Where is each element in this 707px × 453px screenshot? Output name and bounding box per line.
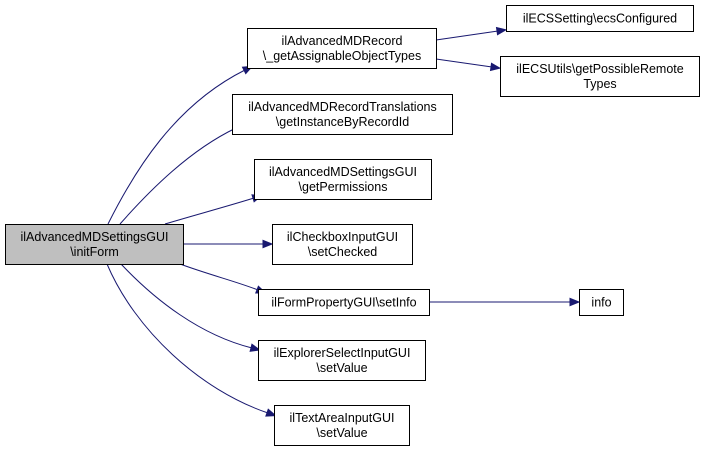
- node-explorer-set-value[interactable]: ilExplorerSelectInputGUI\setValue: [258, 340, 426, 381]
- edge-root-to-get_assignable: [107, 69, 246, 225]
- edge-get_assignable-to-ecs_configured: [435, 30, 499, 41]
- arrowhead-root-to-set_checked: [262, 239, 274, 249]
- node-label-line: \initForm: [70, 245, 119, 259]
- node-label-line: ilExplorerSelectInputGUI: [274, 346, 411, 360]
- node-label-line: ilAdvancedMDSettingsGUI: [21, 230, 169, 244]
- node-box: [232, 94, 453, 135]
- node-label-line: ilFormPropertyGUI\setInfo: [271, 296, 416, 310]
- node-label-line: ilCheckboxInputGUI: [287, 230, 398, 244]
- node-get-assignable[interactable]: ilAdvancedMDRecord\_getAssignableObjectT…: [247, 28, 437, 69]
- node-label-line: info: [591, 296, 611, 310]
- arrowhead-root-to-textarea_set_value: [265, 408, 277, 417]
- node-box: [258, 289, 430, 316]
- node-label-line: \_getAssignableObjectTypes: [263, 49, 421, 63]
- node-box: [500, 56, 700, 97]
- edge-root-to-translations: [119, 127, 237, 225]
- node-box: [579, 289, 624, 316]
- nodes-layer: ilAdvancedMDSettingsGUI\initFormilAdvanc…: [5, 5, 700, 446]
- node-label-line: \setValue: [316, 361, 367, 375]
- arrowhead-root-to-explorer_set_value: [249, 343, 262, 352]
- node-label-line: ilECSSetting\ecsConfigured: [523, 12, 677, 26]
- edge-root-to-set_info: [179, 263, 259, 291]
- arrowhead-set_info-to-info: [569, 297, 581, 307]
- node-label-line: ilECSUtils\getPossibleRemote: [516, 62, 683, 76]
- node-ecs-configured[interactable]: ilECSSetting\ecsConfigured: [506, 5, 694, 32]
- edge-get_assignable-to-ecs_possible: [435, 58, 493, 68]
- node-label-line: Types: [583, 77, 616, 91]
- node-label-line: \setChecked: [308, 245, 378, 259]
- node-root[interactable]: ilAdvancedMDSettingsGUI\initForm: [5, 224, 184, 265]
- node-info[interactable]: info: [579, 289, 624, 316]
- node-label-line: \setValue: [316, 426, 367, 440]
- node-label-line: \getInstanceByRecordId: [276, 115, 409, 129]
- node-label-line: \getPermissions: [299, 180, 388, 194]
- node-label-line: ilAdvancedMDRecord: [282, 34, 403, 48]
- edge-root-to-textarea_set_value: [106, 263, 269, 414]
- edge-root-to-explorer_set_value: [120, 263, 253, 349]
- node-box: [5, 224, 184, 265]
- node-label-line: ilAdvancedMDSettingsGUI: [269, 165, 417, 179]
- node-box: [247, 28, 437, 69]
- node-box: [506, 5, 694, 32]
- edge-root-to-permissions: [164, 197, 255, 225]
- node-translations[interactable]: ilAdvancedMDRecordTranslations\getInstan…: [232, 94, 453, 135]
- node-label-line: ilTextAreaInputGUI: [290, 411, 395, 425]
- node-permissions[interactable]: ilAdvancedMDSettingsGUI\getPermissions: [254, 159, 432, 200]
- node-set-info[interactable]: ilFormPropertyGUI\setInfo: [258, 289, 430, 316]
- node-set-checked[interactable]: ilCheckboxInputGUI\setChecked: [272, 224, 413, 265]
- arrowhead-get_assignable-to-ecs_configured: [495, 26, 508, 36]
- node-textarea-set-value[interactable]: ilTextAreaInputGUI\setValue: [274, 405, 410, 446]
- node-box: [272, 224, 413, 265]
- node-label-line: ilAdvancedMDRecordTranslations: [248, 100, 437, 114]
- node-box: [258, 340, 426, 381]
- arrowhead-get_assignable-to-ecs_possible: [489, 62, 502, 72]
- node-box: [254, 159, 432, 200]
- node-box: [274, 405, 410, 446]
